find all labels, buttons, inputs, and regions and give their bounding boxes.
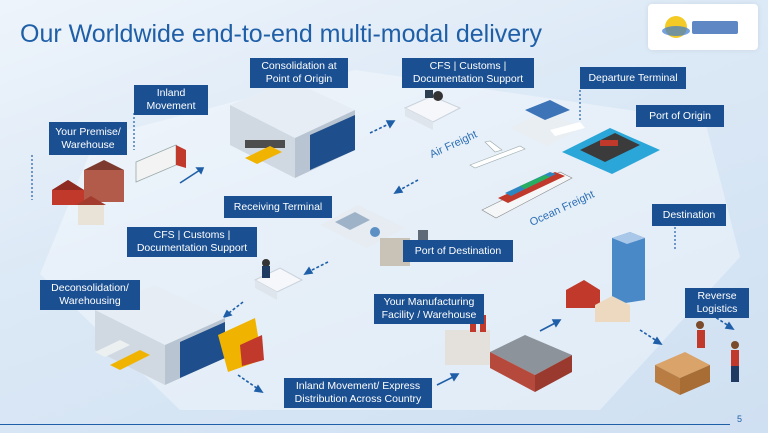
truck-icon (135, 144, 186, 183)
arrow-head (393, 185, 404, 195)
receiving-terminal (320, 205, 405, 248)
arrow-head (449, 373, 460, 382)
cfs-desk-destination (253, 259, 304, 300)
arrow-head (652, 336, 663, 346)
destination-buildings (566, 232, 645, 322)
warehouse-destination (95, 285, 264, 385)
arrow-head (724, 321, 735, 331)
flow-arrow (639, 329, 661, 344)
reverse-logistics-boxes (655, 321, 739, 395)
page-title: Our Worldwide end-to-end multi-modal del… (20, 20, 542, 48)
label-port-of-origin: Port of Origin (636, 105, 724, 127)
flow-arrow (224, 301, 244, 317)
arrow-head (195, 167, 205, 175)
warehouse-origin (230, 80, 355, 178)
premise-buildings (52, 160, 124, 225)
ship-icon (481, 171, 573, 219)
departure-terminal (510, 100, 585, 146)
label-reverse-logistics: Reverse Logistics (685, 288, 749, 318)
manufacturing-facility (445, 315, 572, 392)
port-origin (562, 128, 660, 174)
label-port-of-destination: Port of Destination (403, 240, 513, 262)
flow-arrows (179, 120, 735, 394)
label-cfs-origin: CFS | Customs | Documentation Support (402, 58, 534, 88)
label-manufacturing: Your Manufacturing Facility / Warehouse (374, 294, 484, 324)
page-number: 5 (736, 414, 742, 424)
cfs-desk-origin (403, 90, 462, 130)
footer-divider (0, 424, 730, 425)
label-cfs-destination: CFS | Customs | Documentation Support (127, 227, 257, 257)
label-destination: Destination (652, 204, 726, 226)
label-departure-terminal: Departure Terminal (580, 67, 686, 89)
flow-arrow (711, 314, 733, 329)
arrow-head (385, 120, 396, 129)
label-deconsolidation: Deconsolidation/ Warehousing (40, 280, 140, 310)
arrow-head (222, 309, 233, 319)
arrow-head (253, 384, 264, 394)
label-inland-express: Inland Movement/ Express Distribution Ac… (284, 378, 432, 408)
label-receiving-terminal: Receiving Terminal (224, 196, 332, 218)
company-logo (648, 4, 758, 50)
label-your-premise: Your Premise/ Warehouse (49, 122, 127, 155)
label-consolidation: Consolidation at Point of Origin (250, 58, 348, 88)
label-inland-movement: Inland Movement (134, 85, 208, 115)
airplane-icon (469, 140, 526, 169)
arrow-head (303, 266, 314, 276)
arrow-head (551, 319, 562, 328)
